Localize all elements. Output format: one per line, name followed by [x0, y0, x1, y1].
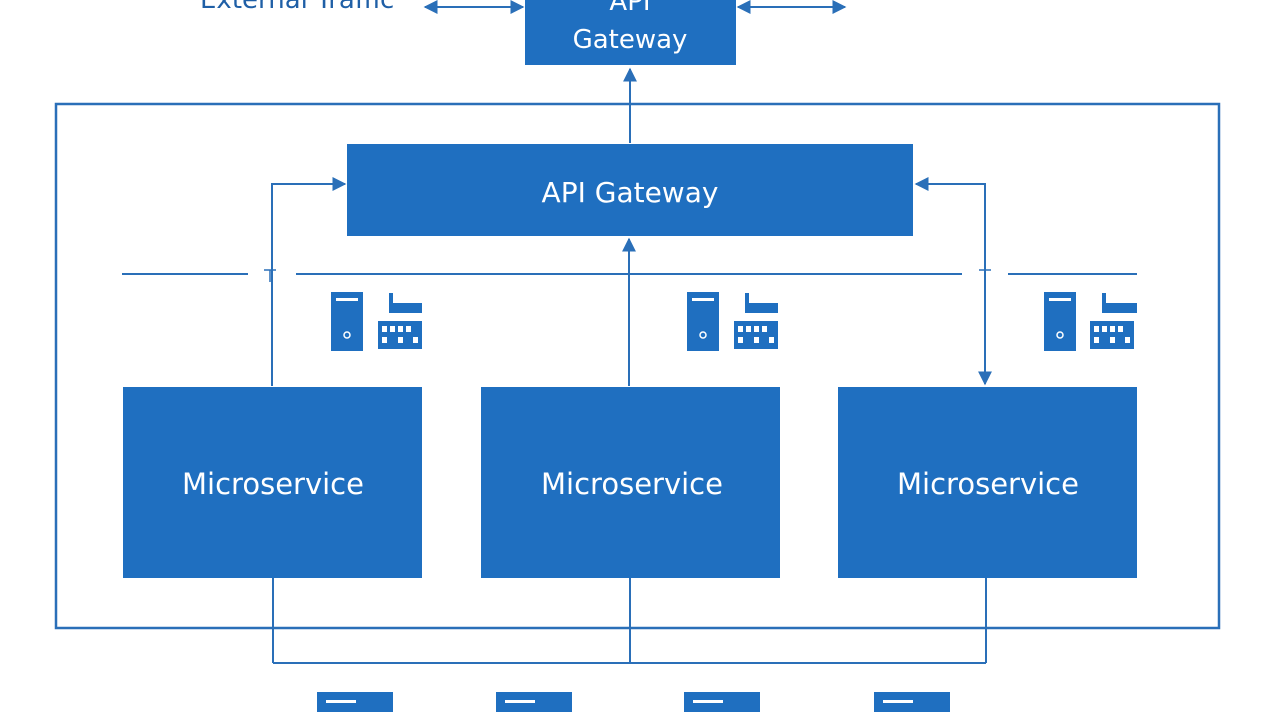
microservice-label: Microservice [541, 467, 723, 501]
inner-api-gateway-node: API Gateway [347, 144, 913, 236]
top-gateway-line1: API [609, 0, 650, 17]
microservice-label: Microservice [182, 467, 364, 501]
storage-block-icon [684, 692, 760, 712]
server-icon [331, 292, 363, 351]
network-switch-icon [378, 293, 422, 349]
top-api-gateway-node: API Gateway [525, 0, 736, 65]
server-group-2 [687, 292, 778, 351]
microservice-node-2: Microservice [481, 387, 780, 578]
inner-gateway-label: API Gateway [542, 176, 719, 209]
left-microservice-to-gateway-connector [271, 177, 347, 386]
microservice-node-3: Microservice [838, 387, 1137, 578]
network-switch-icon [734, 293, 778, 349]
system-boundary [54, 102, 1221, 630]
storage-block-icon [317, 692, 393, 712]
storage-block-icon [874, 692, 950, 712]
server-group-1 [331, 292, 422, 351]
microservice-label: Microservice [897, 467, 1079, 501]
microservice-node-1: Microservice [123, 387, 422, 578]
server-icon [1044, 292, 1076, 351]
top-gateway-line2: Gateway [573, 25, 688, 55]
server-icon [687, 292, 719, 351]
bottom-bus-connector [272, 578, 987, 664]
server-group-3 [1044, 292, 1137, 351]
network-switch-icon [1090, 293, 1137, 349]
external-traffic-label: External Traffic [200, 0, 394, 15]
right-microservice-gateway-connector [914, 177, 992, 386]
storage-block-icon [496, 692, 572, 712]
